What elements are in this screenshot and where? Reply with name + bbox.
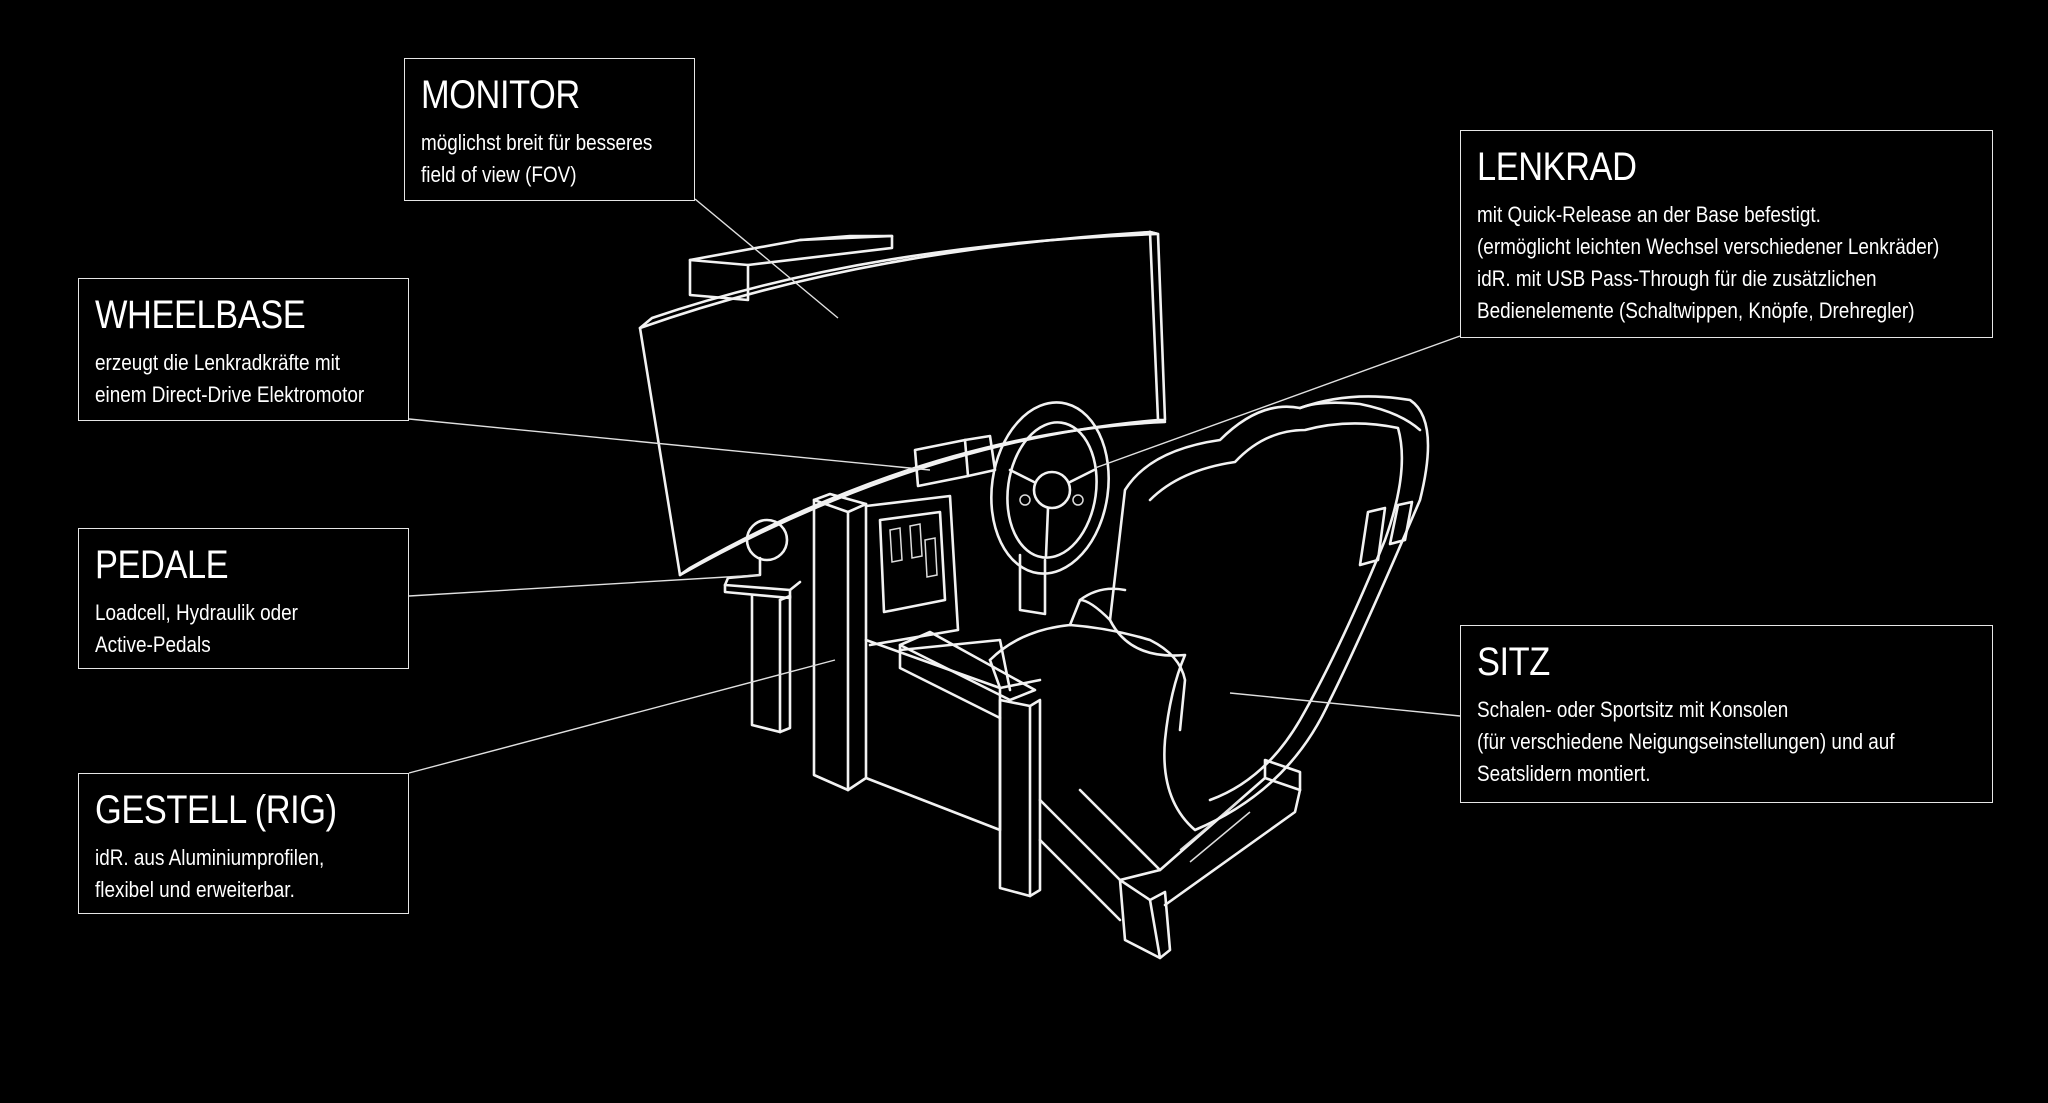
callout-line: Loadcell, Hydraulik oder bbox=[95, 600, 298, 625]
callout-line: flexibel und erweiterbar. bbox=[95, 877, 295, 902]
callout-title: LENKRAD bbox=[1477, 145, 1637, 189]
callout-description: Loadcell, Hydraulik oder Active-Pedals bbox=[95, 597, 350, 661]
callout-line: einem Direct-Drive Elektromotor bbox=[95, 382, 365, 407]
callout-line: (für verschiedene Neigungseinstellungen)… bbox=[1477, 729, 1895, 754]
callout-description: erzeugt die Lenkradkräfte mit einem Dire… bbox=[95, 347, 365, 411]
callout-monitor: MONITOR möglichst breit für besseres fie… bbox=[404, 58, 695, 201]
callout-line: (ermöglicht leichten Wechsel verschieden… bbox=[1477, 234, 1940, 259]
callout-line: mit Quick-Release an der Base befestigt. bbox=[1477, 202, 1821, 227]
callout-line: Active-Pedals bbox=[95, 632, 211, 657]
callout-line: idR. aus Aluminiumprofilen, bbox=[95, 845, 325, 870]
callout-pedale: PEDALE Loadcell, Hydraulik oder Active-P… bbox=[78, 528, 409, 669]
callout-description: möglichst breit für besseres field of vi… bbox=[421, 127, 653, 191]
callout-line: Schalen- oder Sportsitz mit Konsolen bbox=[1477, 697, 1789, 722]
callout-title: SITZ bbox=[1477, 640, 1550, 684]
rig-frame-drawing bbox=[723, 492, 1302, 960]
callout-title: WHEELBASE bbox=[95, 293, 306, 337]
wheel-drawing bbox=[913, 401, 1110, 575]
callout-sitz: SITZ Schalen- oder Sportsitz mit Konsole… bbox=[1460, 625, 1993, 803]
callout-title: PEDALE bbox=[95, 543, 229, 587]
callout-description: Schalen- oder Sportsitz mit Konsolen (fü… bbox=[1477, 694, 1906, 790]
callout-description: mit Quick-Release an der Base befestigt.… bbox=[1477, 199, 1940, 327]
callout-title: GESTELL (RIG) bbox=[95, 788, 337, 832]
monitor-drawing bbox=[638, 230, 1167, 577]
callout-line: Seatslidern montiert. bbox=[1477, 761, 1651, 786]
callout-title: MONITOR bbox=[421, 73, 580, 117]
callout-description: idR. aus Aluminiumprofilen, flexibel und… bbox=[95, 842, 350, 906]
callout-wheelbase: WHEELBASE erzeugt die Lenkradkräfte mit … bbox=[78, 278, 409, 421]
callout-lenkrad: LENKRAD mit Quick-Release an der Base be… bbox=[1460, 130, 1993, 338]
callout-line: idR. mit USB Pass-Through für die zusätz… bbox=[1477, 266, 1877, 291]
callout-gestell: GESTELL (RIG) idR. aus Aluminiumprofilen… bbox=[78, 773, 409, 914]
seat-drawing bbox=[988, 395, 1430, 832]
callout-line: field of view (FOV) bbox=[421, 162, 577, 187]
callout-line: Bedienelemente (Schaltwippen, Knöpfe, Dr… bbox=[1477, 298, 1915, 323]
callout-line: erzeugt die Lenkradkräfte mit bbox=[95, 350, 341, 375]
leader-lines bbox=[408, 198, 1461, 774]
callout-line: möglichst breit für besseres bbox=[421, 130, 653, 155]
